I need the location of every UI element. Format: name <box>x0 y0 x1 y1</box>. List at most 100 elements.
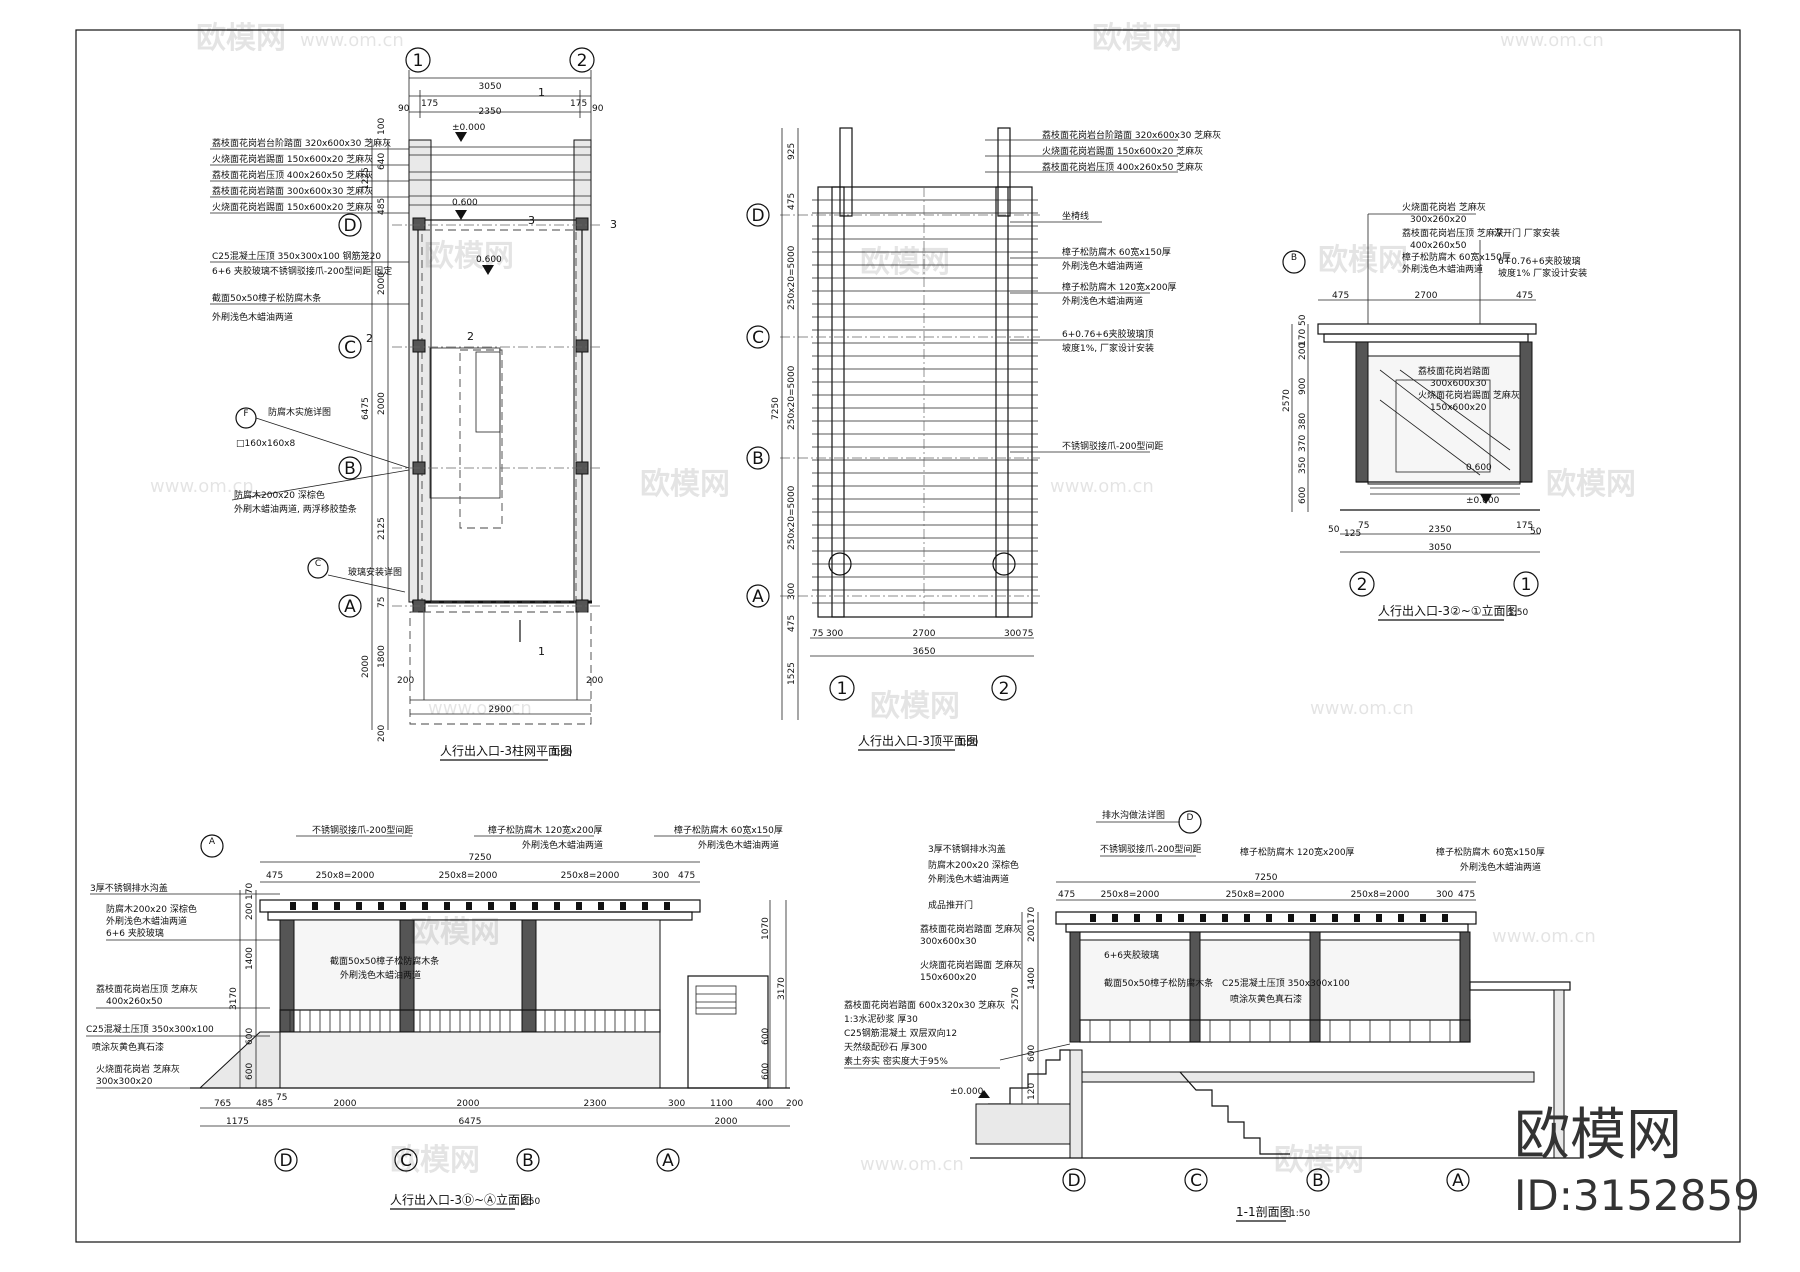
svg-text:www.om.cn: www.om.cn <box>428 698 532 719</box>
elev-front-scale: 1:50 <box>520 1197 540 1207</box>
svg-text:200: 200 <box>397 676 414 686</box>
section-view: ±0.000 7250 475 250x8=2000 250x8=2000 25… <box>844 809 1580 1222</box>
svg-text:外刷浅色木蜡油两道: 外刷浅色木蜡油两道 <box>928 873 1009 885</box>
svg-text:6475: 6475 <box>361 397 371 420</box>
svg-text:50: 50 <box>1530 527 1542 537</box>
svg-text:C25混凝土压顶 350x300x100 钢筋笼20: C25混凝土压顶 350x300x100 钢筋笼20 <box>212 250 381 262</box>
svg-text:600: 600 <box>1027 1045 1037 1062</box>
svg-text:喷涂灰黄色真石漆: 喷涂灰黄色真石漆 <box>92 1041 164 1053</box>
svg-text:www.om.cn: www.om.cn <box>1500 30 1604 51</box>
svg-text:475: 475 <box>266 871 283 881</box>
brand-logo-text: 欧模网 <box>1514 1103 1682 1168</box>
svg-text:C25钢筋混凝土 双层双向12: C25钢筋混凝土 双层双向12 <box>844 1027 957 1039</box>
svg-text:3170: 3170 <box>229 987 239 1010</box>
svg-text:坡度1% 厂家设计安装: 坡度1% 厂家设计安装 <box>1498 267 1587 279</box>
svg-text:B: B <box>1312 1171 1324 1191</box>
svg-text:300: 300 <box>787 583 797 600</box>
svg-text:7250: 7250 <box>1255 873 1278 883</box>
svg-text:防腐木实施详图: 防腐木实施详图 <box>268 406 331 418</box>
svg-text:75: 75 <box>812 629 823 639</box>
svg-text:不锈钢驳接爪-200型间距: 不锈钢驳接爪-200型间距 <box>1062 440 1163 452</box>
dim-top-e: 90 <box>592 104 604 114</box>
dim-top-c: 2350 <box>479 107 502 117</box>
dim-top-total: 3050 <box>479 82 502 92</box>
svg-text:250x20=5000: 250x20=5000 <box>787 245 797 310</box>
svg-text:D: D <box>751 206 764 226</box>
svg-text:荔枝面花岗岩踏面 600x320x30 芝麻灰: 荔枝面花岗岩踏面 600x320x30 芝麻灰 <box>844 999 1005 1011</box>
svg-text:2700: 2700 <box>1415 291 1438 301</box>
svg-text:欧模网: 欧模网 <box>1092 21 1182 56</box>
elev-front-right-dims: 1070 3170 600 600 <box>761 917 787 1080</box>
svg-text:荔枝面花岗岩台阶踏面 320x600x30 芝麻灰: 荔枝面花岗岩台阶踏面 320x600x30 芝麻灰 <box>1042 129 1221 141</box>
svg-text:765: 765 <box>214 1099 231 1109</box>
svg-text:2000: 2000 <box>377 272 387 295</box>
svg-text:排水沟做法详图: 排水沟做法详图 <box>1102 809 1165 821</box>
svg-text:±0.000: ±0.000 <box>950 1087 984 1097</box>
svg-text:2000: 2000 <box>377 392 387 415</box>
svg-text:475: 475 <box>678 871 695 881</box>
svg-text:900: 900 <box>1298 378 1308 395</box>
elev-side-view: 0.600 ±0.000 50 170 200 900 2570 380 370… <box>1282 201 1587 621</box>
svg-text:2350: 2350 <box>1429 525 1452 535</box>
svg-text:不锈钢驳接爪-200型间距: 不锈钢驳接爪-200型间距 <box>1100 843 1201 855</box>
svg-text:欧模网: 欧模网 <box>1546 467 1636 502</box>
svg-text:A: A <box>209 837 216 847</box>
svg-text:樟子松防腐木 60宽x150厚: 樟子松防腐木 60宽x150厚 <box>674 824 783 836</box>
svg-text:外刷浅色木蜡油两道: 外刷浅色木蜡油两道 <box>698 839 779 851</box>
svg-text:300: 300 <box>1004 629 1021 639</box>
svg-text:1: 1 <box>413 51 424 71</box>
svg-text:D: D <box>279 1151 292 1171</box>
svg-text:外刷木蜡油两道, 两浮移胶垫条: 外刷木蜡油两道, 两浮移胶垫条 <box>234 503 357 515</box>
svg-text:欧模网: 欧模网 <box>1318 243 1408 278</box>
svg-text:7250: 7250 <box>469 853 492 863</box>
svg-text:C: C <box>344 338 356 358</box>
svg-text:1:3水泥砂浆 厚30: 1:3水泥砂浆 厚30 <box>844 1013 918 1025</box>
svg-text:荔枝面花岗岩踏面: 荔枝面花岗岩踏面 <box>1418 365 1490 377</box>
svg-text:75: 75 <box>1358 521 1369 531</box>
svg-text:荔枝面花岗岩压顶 400x260x50 芝麻灰: 荔枝面花岗岩压顶 400x260x50 芝麻灰 <box>212 169 373 181</box>
svg-text:250x20=5000: 250x20=5000 <box>787 485 797 550</box>
svg-text:防腐木200x20 深棕色: 防腐木200x20 深棕色 <box>234 489 325 501</box>
svg-text:300x600x30: 300x600x30 <box>1430 379 1487 389</box>
svg-text:2300: 2300 <box>584 1099 607 1109</box>
svg-text:成品推开门: 成品推开门 <box>928 899 973 911</box>
svg-text:火烧面花岗岩 芝麻灰: 火烧面花岗岩 芝麻灰 <box>1402 201 1486 213</box>
svg-text:370: 370 <box>1298 435 1308 452</box>
svg-text:350: 350 <box>1298 457 1308 474</box>
svg-text:6+0.76+6夹胶玻璃: 6+0.76+6夹胶玻璃 <box>1498 255 1581 267</box>
svg-text:火烧面花岗岩踢面 150x600x20 芝麻灰: 火烧面花岗岩踢面 150x600x20 芝麻灰 <box>1042 145 1203 157</box>
svg-text:防腐木200x20 深棕色: 防腐木200x20 深棕色 <box>928 859 1019 871</box>
svg-text:1100: 1100 <box>710 1099 733 1109</box>
svg-text:www.om.cn: www.om.cn <box>1050 476 1154 497</box>
svg-text:600: 600 <box>761 1063 771 1080</box>
svg-text:7250: 7250 <box>771 397 781 420</box>
svg-text:3650: 3650 <box>913 647 936 657</box>
elev-front-title: 人行出入口-3Ⓓ~Ⓐ立面图 <box>390 1192 532 1207</box>
svg-text:1225: 1225 <box>361 167 371 190</box>
plan-columns-left-dims: 100 640 1225 485 2000 2000 6475 2125 75 … <box>361 118 387 742</box>
dim-top-d: 175 <box>570 99 587 109</box>
svg-text:C: C <box>315 559 321 569</box>
svg-text:1070: 1070 <box>761 917 771 940</box>
svg-text:坡度1%, 厂家设计安装: 坡度1%, 厂家设计安装 <box>1062 342 1154 354</box>
svg-text:C: C <box>400 1151 412 1171</box>
svg-text:天然级配砂石 厚300: 天然级配砂石 厚300 <box>844 1041 927 1053</box>
svg-text:925: 925 <box>787 143 797 160</box>
svg-text:3: 3 <box>528 214 535 227</box>
svg-text:樟子松防腐木 120宽x200厚: 樟子松防腐木 120宽x200厚 <box>488 824 603 836</box>
svg-text:300: 300 <box>668 1099 685 1109</box>
svg-text:A: A <box>344 597 356 617</box>
section-notes: 排水沟做法详图 3厚不锈钢排水沟盖 不锈钢驳接爪-200型间距 防腐木200x2… <box>844 809 1545 1069</box>
svg-text:600: 600 <box>245 1063 255 1080</box>
svg-text:2: 2 <box>999 679 1010 699</box>
svg-text:C: C <box>752 328 764 348</box>
svg-text:2: 2 <box>366 332 373 345</box>
svg-text:3厚不锈钢排水沟盖: 3厚不锈钢排水沟盖 <box>928 843 1006 855</box>
svg-text:100: 100 <box>377 118 387 135</box>
plan-roof-title: 人行出入口-3顶平面图 <box>858 734 978 748</box>
svg-text:外刷浅色木蜡油两道: 外刷浅色木蜡油两道 <box>1062 260 1143 272</box>
level-plan-3: 0.600 <box>476 255 502 265</box>
svg-text:250x8=2000: 250x8=2000 <box>1351 890 1410 900</box>
svg-text:75: 75 <box>1022 629 1033 639</box>
roof-slats <box>812 199 1038 604</box>
